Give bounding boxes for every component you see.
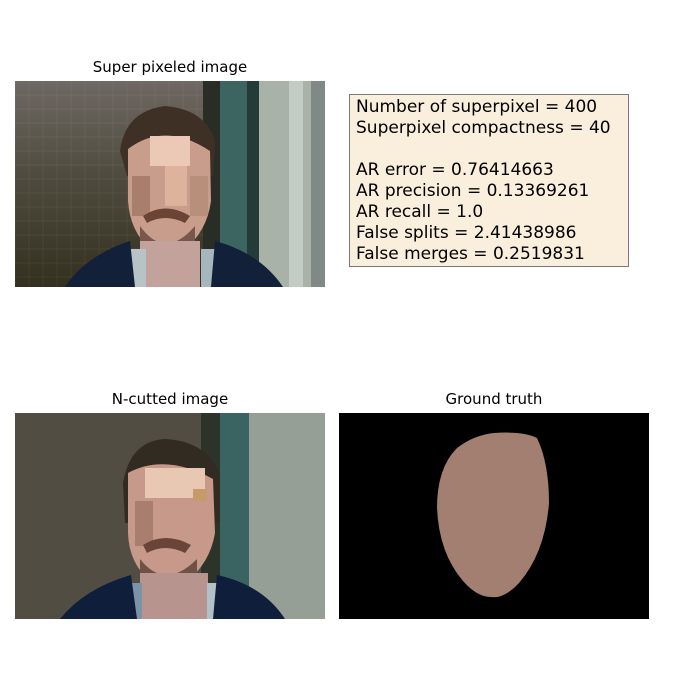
ncut-title: N-cutted image bbox=[111, 390, 229, 408]
stat-line: Superpixel compactness = 40 bbox=[356, 118, 611, 138]
stat-line: False splits = 2.41438986 bbox=[356, 223, 577, 243]
ground-truth-title: Ground truth bbox=[445, 390, 543, 408]
stat-line: AR precision = 0.13369261 bbox=[356, 181, 590, 201]
metrics-box: Number of superpixel = 400 Superpixel co… bbox=[349, 94, 629, 267]
stat-line: Number of superpixel = 400 bbox=[356, 97, 598, 117]
stat-line: AR error = 0.76414663 bbox=[356, 160, 554, 180]
face-mask bbox=[437, 432, 549, 598]
superpixel-image bbox=[15, 81, 325, 287]
stat-line: AR recall = 1.0 bbox=[356, 202, 484, 222]
superpixel-title: Super pixeled image bbox=[92, 58, 248, 76]
stat-line: False merges = 0.2519831 bbox=[356, 244, 585, 264]
ground-truth-image bbox=[339, 413, 649, 619]
ncut-image bbox=[15, 413, 325, 619]
